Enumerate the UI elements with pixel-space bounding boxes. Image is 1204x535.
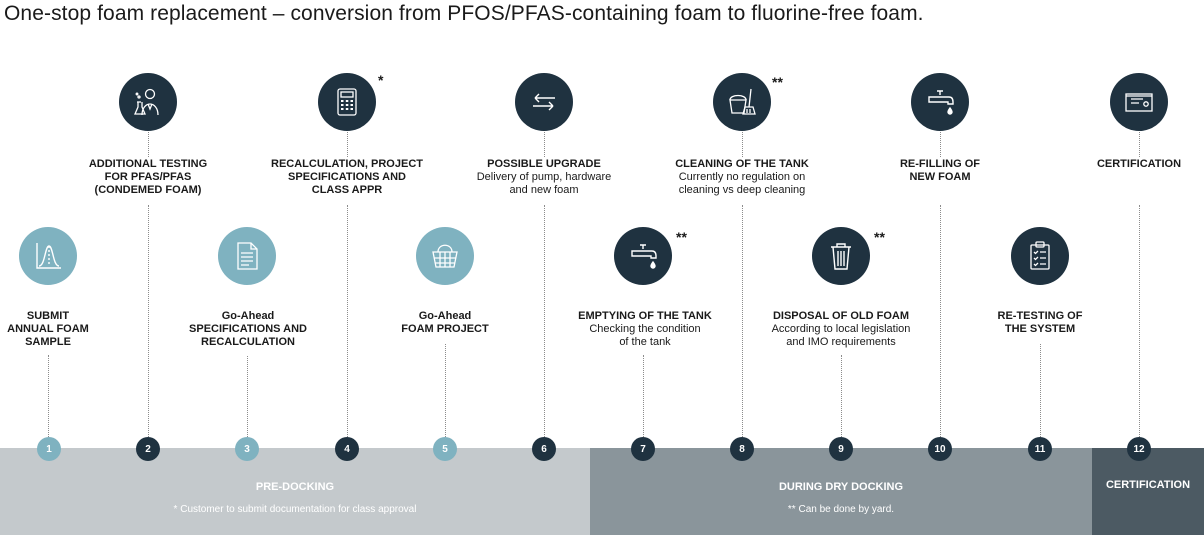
step-number-5: 5 [433, 437, 457, 461]
cleaning-bucket-icon [713, 73, 771, 131]
step-2-label: ADDITIONAL TESTING FOR PFAS/PFAS (CONDEM… [88, 158, 208, 196]
step-number-9: 9 [829, 437, 853, 461]
step-number-11: 11 [1028, 437, 1052, 461]
step-12-label: CERTIFICATION [1096, 158, 1182, 170]
step-number-1: 1 [37, 437, 61, 461]
footnote-double-star: ** [676, 229, 687, 245]
connector-line [445, 344, 446, 437]
checklist-icon [1011, 227, 1069, 285]
step-8-label: CLEANING OF THE TANK Currently no regula… [675, 158, 809, 196]
connector-line [247, 356, 248, 437]
trash-bin-icon [812, 227, 870, 285]
connector-line [544, 205, 545, 437]
step-number-2: 2 [136, 437, 160, 461]
step-11-label: RE-TESTING OF THE SYSTEM [997, 310, 1083, 335]
step-7-label: EMPTYING OF THE TANK Checking the condit… [578, 310, 712, 348]
phase-label: CERTIFICATION [1105, 479, 1191, 491]
phase-band-certification: CERTIFICATION [1092, 448, 1204, 535]
swap-arrows-icon [515, 73, 573, 131]
step-number-10: 10 [928, 437, 952, 461]
connector-line [940, 205, 941, 437]
phase-label: PRE-DOCKING [255, 481, 335, 493]
faucet-icon [911, 73, 969, 131]
calculator-icon [318, 73, 376, 131]
connector-line [1040, 344, 1041, 437]
footnote-star: * [378, 72, 384, 88]
connector-line [742, 205, 743, 437]
page-title: One-stop foam replacement – conversion f… [4, 2, 924, 25]
connector-line [940, 130, 941, 157]
step-5-label: Go-Ahead FOAM PROJECT [401, 310, 489, 335]
footnote-double-star: ** [874, 229, 885, 245]
connector-line [347, 130, 348, 157]
connector-line [742, 130, 743, 157]
phase-note: ** Can be done by yard. [787, 504, 895, 515]
connector-line [148, 205, 149, 437]
certificate-icon [1110, 73, 1168, 131]
connector-line [1139, 130, 1140, 157]
phase-band-dry-docking: DURING DRY DOCKING ** Can be done by yar… [590, 448, 1092, 535]
footnote-double-star: ** [772, 74, 783, 90]
step-number-3: 3 [235, 437, 259, 461]
step-number-8: 8 [730, 437, 754, 461]
faucet-icon [614, 227, 672, 285]
phase-note: * Customer to submit documentation for c… [173, 504, 417, 515]
step-4-label: RECALCULATION, PROJECT SPECIFICATIONS AN… [271, 158, 423, 196]
connector-line [841, 355, 842, 437]
step-10-label: RE-FILLING OF NEW FOAM [899, 158, 981, 183]
step-3-label: Go-Ahead SPECIFICATIONS AND RECALCULATIO… [189, 310, 307, 348]
bell-curve-chart-icon [19, 227, 77, 285]
step-number-7: 7 [631, 437, 655, 461]
connector-line [347, 205, 348, 437]
connector-line [148, 130, 149, 157]
step-number-6: 6 [532, 437, 556, 461]
lab-scientist-icon [119, 73, 177, 131]
document-icon [218, 227, 276, 285]
step-6-label: POSSIBLE UPGRADE Delivery of pump, hardw… [476, 158, 612, 196]
phase-band-pre-docking: PRE-DOCKING * Customer to submit documen… [0, 448, 590, 535]
connector-line [48, 355, 49, 437]
step-9-label: DISPOSAL OF OLD FOAM According to local … [771, 310, 911, 348]
step-1-label: SUBMIT ANNUAL FOAM SAMPLE [7, 310, 89, 348]
connector-line [1139, 205, 1140, 437]
shopping-basket-icon [416, 227, 474, 285]
connector-line [544, 130, 545, 157]
step-number-4: 4 [335, 437, 359, 461]
phase-label: DURING DRY DOCKING [778, 481, 904, 493]
step-number-12: 12 [1127, 437, 1151, 461]
connector-line [643, 355, 644, 437]
